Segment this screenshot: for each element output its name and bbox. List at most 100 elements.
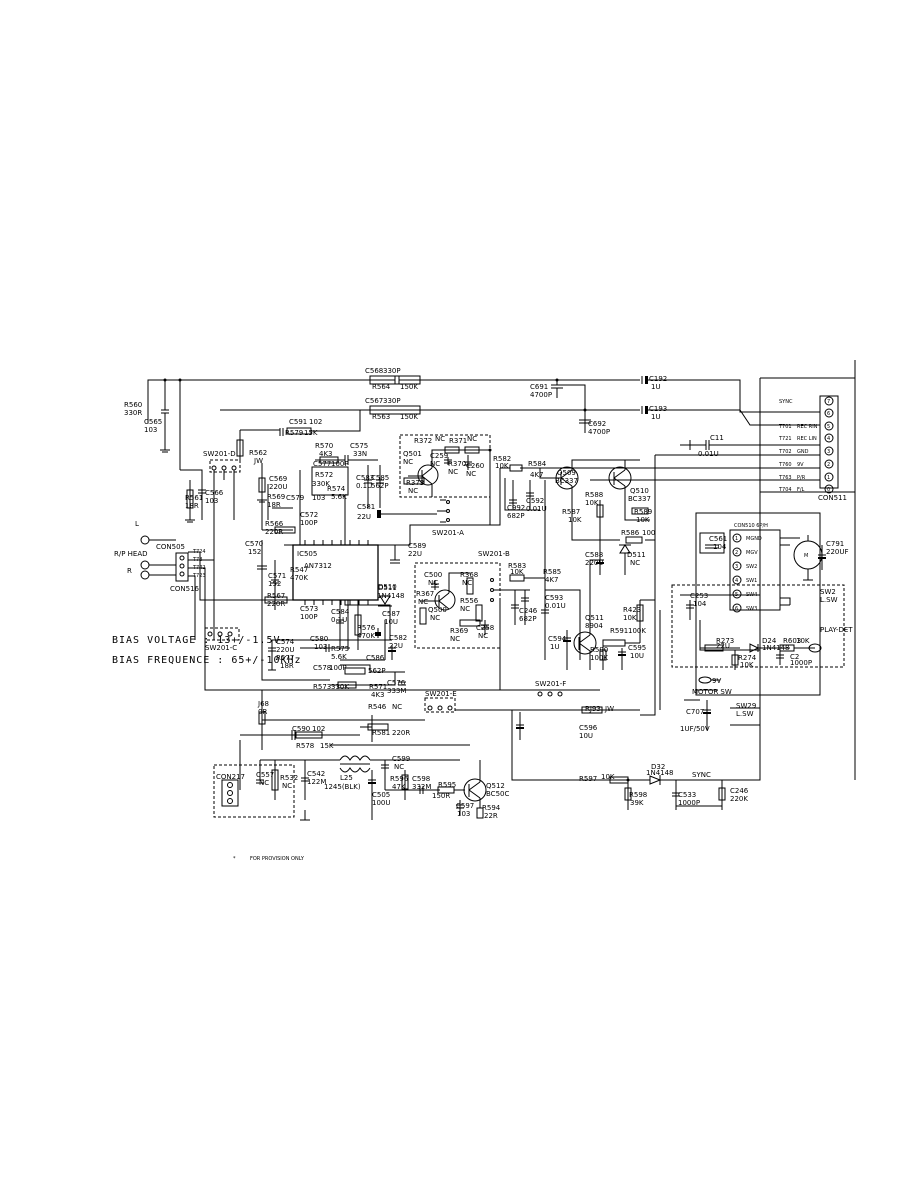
connectors-con505-pins-3: T723: [192, 573, 206, 579]
parts-r274: R274: [738, 654, 757, 662]
ic-wiring: [240, 455, 600, 691]
parts-r562: R562: [249, 449, 267, 457]
parts-c593v: 0.01U: [545, 602, 566, 610]
parts-c791v: 220UF: [826, 548, 849, 556]
parts-r575v: 5.6K: [331, 653, 347, 661]
parts-c582: C582: [389, 634, 407, 642]
transistors-4-ref: Q511: [585, 614, 604, 622]
transistors-0-ref: Q501: [403, 450, 422, 458]
parts-c573v: 100P: [300, 613, 318, 621]
parts-c582v: 22U: [389, 642, 403, 650]
diodes-0-value: 1N4148: [377, 592, 405, 600]
parts-r569: R569: [267, 493, 285, 501]
con510-pin-num: 6: [735, 606, 738, 612]
bias-voltage-note: BIAS VOLTAGE : 13+/-1.5V: [112, 635, 281, 646]
switches-sw201_b: SW201-B: [478, 550, 510, 558]
parts-r596v: 47K: [392, 783, 406, 791]
connectors-con217-label: CON217: [216, 773, 245, 781]
parts-c592: C592: [526, 497, 544, 505]
parts-c692: C692: [588, 420, 606, 428]
parts-c533v: 1000P: [678, 799, 700, 807]
parts-r369v: NC: [450, 635, 460, 643]
parts-c572v: 100P: [300, 519, 318, 527]
parts-r594: R594: [482, 804, 501, 812]
parts-r532: R532: [280, 774, 298, 782]
parts-c253: C253: [690, 592, 708, 600]
parts-j68: J68: [257, 700, 269, 708]
con511-pin: [824, 472, 834, 482]
transistors-3-ref: Q510: [630, 487, 649, 495]
switches-sw201_e: SW201-E: [425, 690, 457, 698]
parts-c691v: 4700P: [530, 391, 552, 399]
con511-pin: [824, 433, 834, 443]
con511-pin-num: 5: [827, 424, 830, 430]
parts-r574v: 5.6K: [331, 493, 347, 501]
con511-pin: [824, 421, 834, 431]
parts-c992: C992: [507, 504, 525, 512]
parts-c569: C569: [269, 475, 287, 483]
parts-c259v: NC: [430, 460, 440, 468]
con510-pin-name: SW3: [746, 606, 757, 612]
r583-area: [509, 574, 581, 660]
con511-pin: [824, 484, 834, 494]
con510-pin-name: MGND: [746, 536, 762, 542]
parts-r570: R570: [315, 442, 333, 450]
connectors-con505-pins-1: T78: [192, 557, 202, 563]
con510-pin: [732, 547, 742, 557]
parts-c561: C561: [709, 535, 727, 543]
diodes-1-ref: D511: [627, 551, 646, 559]
parts-r589: R589: [634, 508, 652, 516]
diodes-0-ref: D510: [378, 583, 397, 591]
con510-pin: [732, 575, 742, 585]
con511-pin-net: T702: [778, 449, 792, 455]
parts-r597: R597: [579, 775, 597, 783]
parts-r591v: 100K: [628, 627, 646, 635]
sync-row: [605, 360, 856, 810]
parts-c570v: 152: [248, 548, 261, 556]
parts-r576v: 470K: [357, 632, 375, 640]
con511-pin-num: 1: [827, 475, 830, 481]
parts-r564: R564: [372, 383, 391, 391]
parts-c505: C505: [372, 791, 390, 799]
con511-pin: [824, 408, 834, 418]
ic505: IC505 AN7312: [292, 540, 379, 605]
parts-r423v: 10K: [623, 614, 637, 622]
transistors-1-ref: Q500: [428, 606, 447, 614]
parts-c572: C572: [300, 511, 318, 519]
parts-c597v: 103: [457, 810, 470, 818]
parts-r582: R582: [493, 455, 511, 463]
parts-r581: R581: [372, 729, 390, 737]
transistors-0-value: NC: [403, 458, 413, 466]
con510-label: CON510 6P/H: [734, 523, 768, 529]
parts-r371: R371: [449, 437, 467, 445]
parts-c259: C259: [430, 452, 448, 460]
parts-r598: R598: [629, 791, 647, 799]
parts-c583: C583: [356, 474, 374, 482]
parts-c192: C192: [649, 375, 667, 383]
c11-ref: C11: [710, 434, 724, 442]
parts-c577v: 100P: [331, 460, 349, 468]
parts-r367v: NC: [418, 598, 428, 606]
q500-box: [414, 562, 530, 690]
parts-r370v: NC: [448, 468, 458, 476]
parts-rj93: RJ93: [585, 705, 601, 713]
transistors-5-value: BC50C: [486, 790, 509, 798]
parts-r571: R571: [369, 683, 387, 691]
parts-c589v: 22U: [408, 550, 422, 558]
parts-r369: R369: [450, 627, 468, 635]
con510-pin-num: 3: [735, 564, 738, 570]
sw201-c-area: [204, 627, 240, 641]
switches-sync: SYNC: [692, 771, 711, 779]
con510-pin-name: MGV: [746, 550, 758, 556]
parts-c500: C500: [424, 571, 442, 579]
parts-c595v: 10U: [630, 652, 644, 660]
parts-c533: C533: [678, 791, 696, 799]
parts-c590v: 102: [312, 725, 325, 733]
con511-pin-net: SYNC: [779, 399, 793, 405]
parts-c596v: 10U: [579, 732, 593, 740]
parts-c576v: 333M: [387, 687, 406, 695]
parts-r572: R572: [315, 471, 333, 479]
parts-c992v: 682P: [507, 512, 525, 520]
parts-c587: C587: [382, 610, 400, 618]
rp-head-area: [140, 535, 240, 691]
